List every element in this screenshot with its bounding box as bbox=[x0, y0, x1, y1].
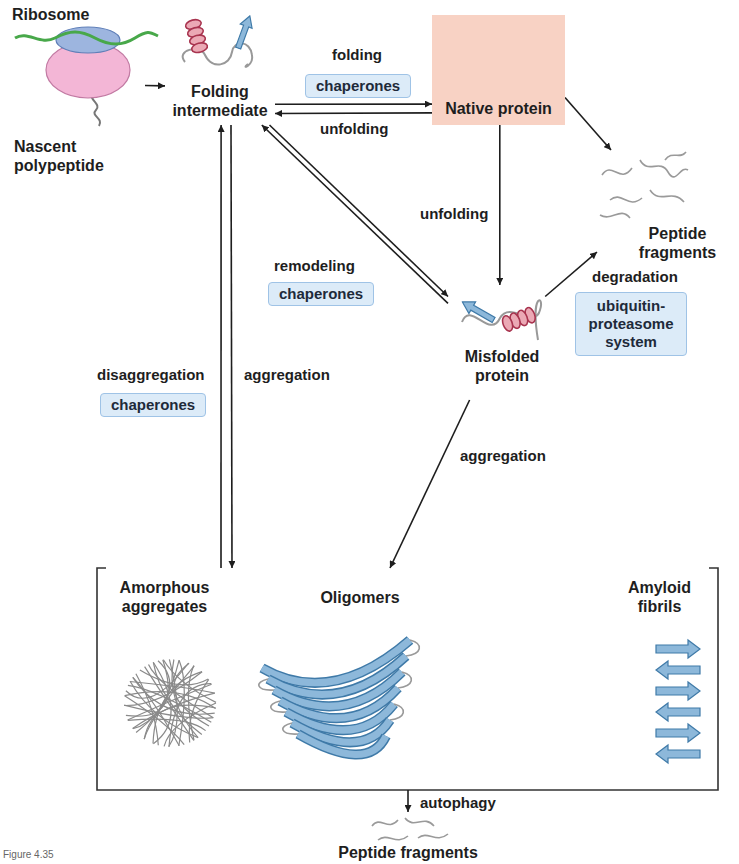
oligomer-sheet bbox=[259, 640, 420, 755]
node-text: Misfolded protein bbox=[448, 347, 556, 385]
edge-label: unfolding bbox=[418, 205, 490, 223]
species-node: Peptide fragments bbox=[328, 812, 488, 862]
node-text: Ribosome bbox=[12, 5, 143, 24]
node-text: Peptide fragments bbox=[328, 843, 488, 862]
native-protein-box: Native protein bbox=[432, 15, 565, 125]
chaperone-box: chaperones bbox=[100, 393, 206, 417]
degradation-box: ubiquitin-proteasome system bbox=[575, 292, 687, 356]
reaction-arrow bbox=[499, 125, 501, 285]
edge-label: folding bbox=[330, 46, 384, 64]
peptide-fragments bbox=[372, 818, 448, 840]
reaction-arrow bbox=[220, 125, 222, 568]
edge-label: disaggregation bbox=[95, 366, 207, 384]
edge-label: autophagy bbox=[418, 794, 498, 812]
node-text: Amyloid fibrils bbox=[607, 578, 712, 616]
node-text: chaperones bbox=[316, 77, 400, 95]
node-text: Peptide fragments bbox=[625, 224, 730, 262]
edge-label: unfolding bbox=[318, 120, 390, 138]
node-text: Amorphous aggregates bbox=[102, 578, 227, 616]
reaction-arrow bbox=[275, 103, 432, 105]
chaperone-box: chaperones bbox=[268, 282, 374, 306]
reaction-arrow bbox=[275, 112, 432, 114]
reaction-arrow bbox=[145, 85, 165, 87]
amyloid-fibril bbox=[656, 640, 700, 763]
edge-label: aggregation bbox=[458, 447, 548, 465]
aggregate-group: Amorphous aggregates Oligomers Amyloid fib… bbox=[97, 568, 718, 790]
ribosome bbox=[15, 27, 158, 126]
reaction-arrow bbox=[231, 125, 232, 568]
node-text: Oligomers bbox=[310, 588, 410, 607]
node-text: Nascent polypeptide bbox=[14, 137, 145, 175]
edge-label: degradation bbox=[590, 268, 680, 286]
edge-label: remodeling bbox=[272, 257, 357, 275]
species-node: Misfolded protein bbox=[448, 285, 556, 400]
reaction-arrow bbox=[565, 98, 611, 151]
peptide-fragments bbox=[600, 152, 688, 218]
reaction-arrow bbox=[407, 790, 409, 812]
node-text: Native protein bbox=[436, 99, 561, 118]
edge-label: aggregation bbox=[242, 366, 332, 384]
reaction-arrow bbox=[390, 400, 470, 568]
species-node: Peptide fragments bbox=[590, 150, 730, 270]
ribosome-group: RibosomeNascent polypeptide bbox=[10, 5, 145, 180]
species-node: Folding intermediate bbox=[165, 10, 275, 125]
amorphous-aggregate bbox=[124, 659, 216, 746]
figure-number: Figure 4.35 bbox=[3, 849, 54, 861]
misfolded-protein bbox=[459, 296, 541, 340]
node-text: chaperones bbox=[111, 396, 195, 414]
node-text: ubiquitin-proteasome system bbox=[582, 297, 680, 351]
group-bracket bbox=[97, 568, 718, 790]
folding-intermediate-protein bbox=[183, 14, 256, 67]
chaperone-box: chaperones bbox=[305, 74, 411, 98]
node-text: Folding intermediate bbox=[165, 82, 275, 120]
node-text: chaperones bbox=[279, 285, 363, 303]
